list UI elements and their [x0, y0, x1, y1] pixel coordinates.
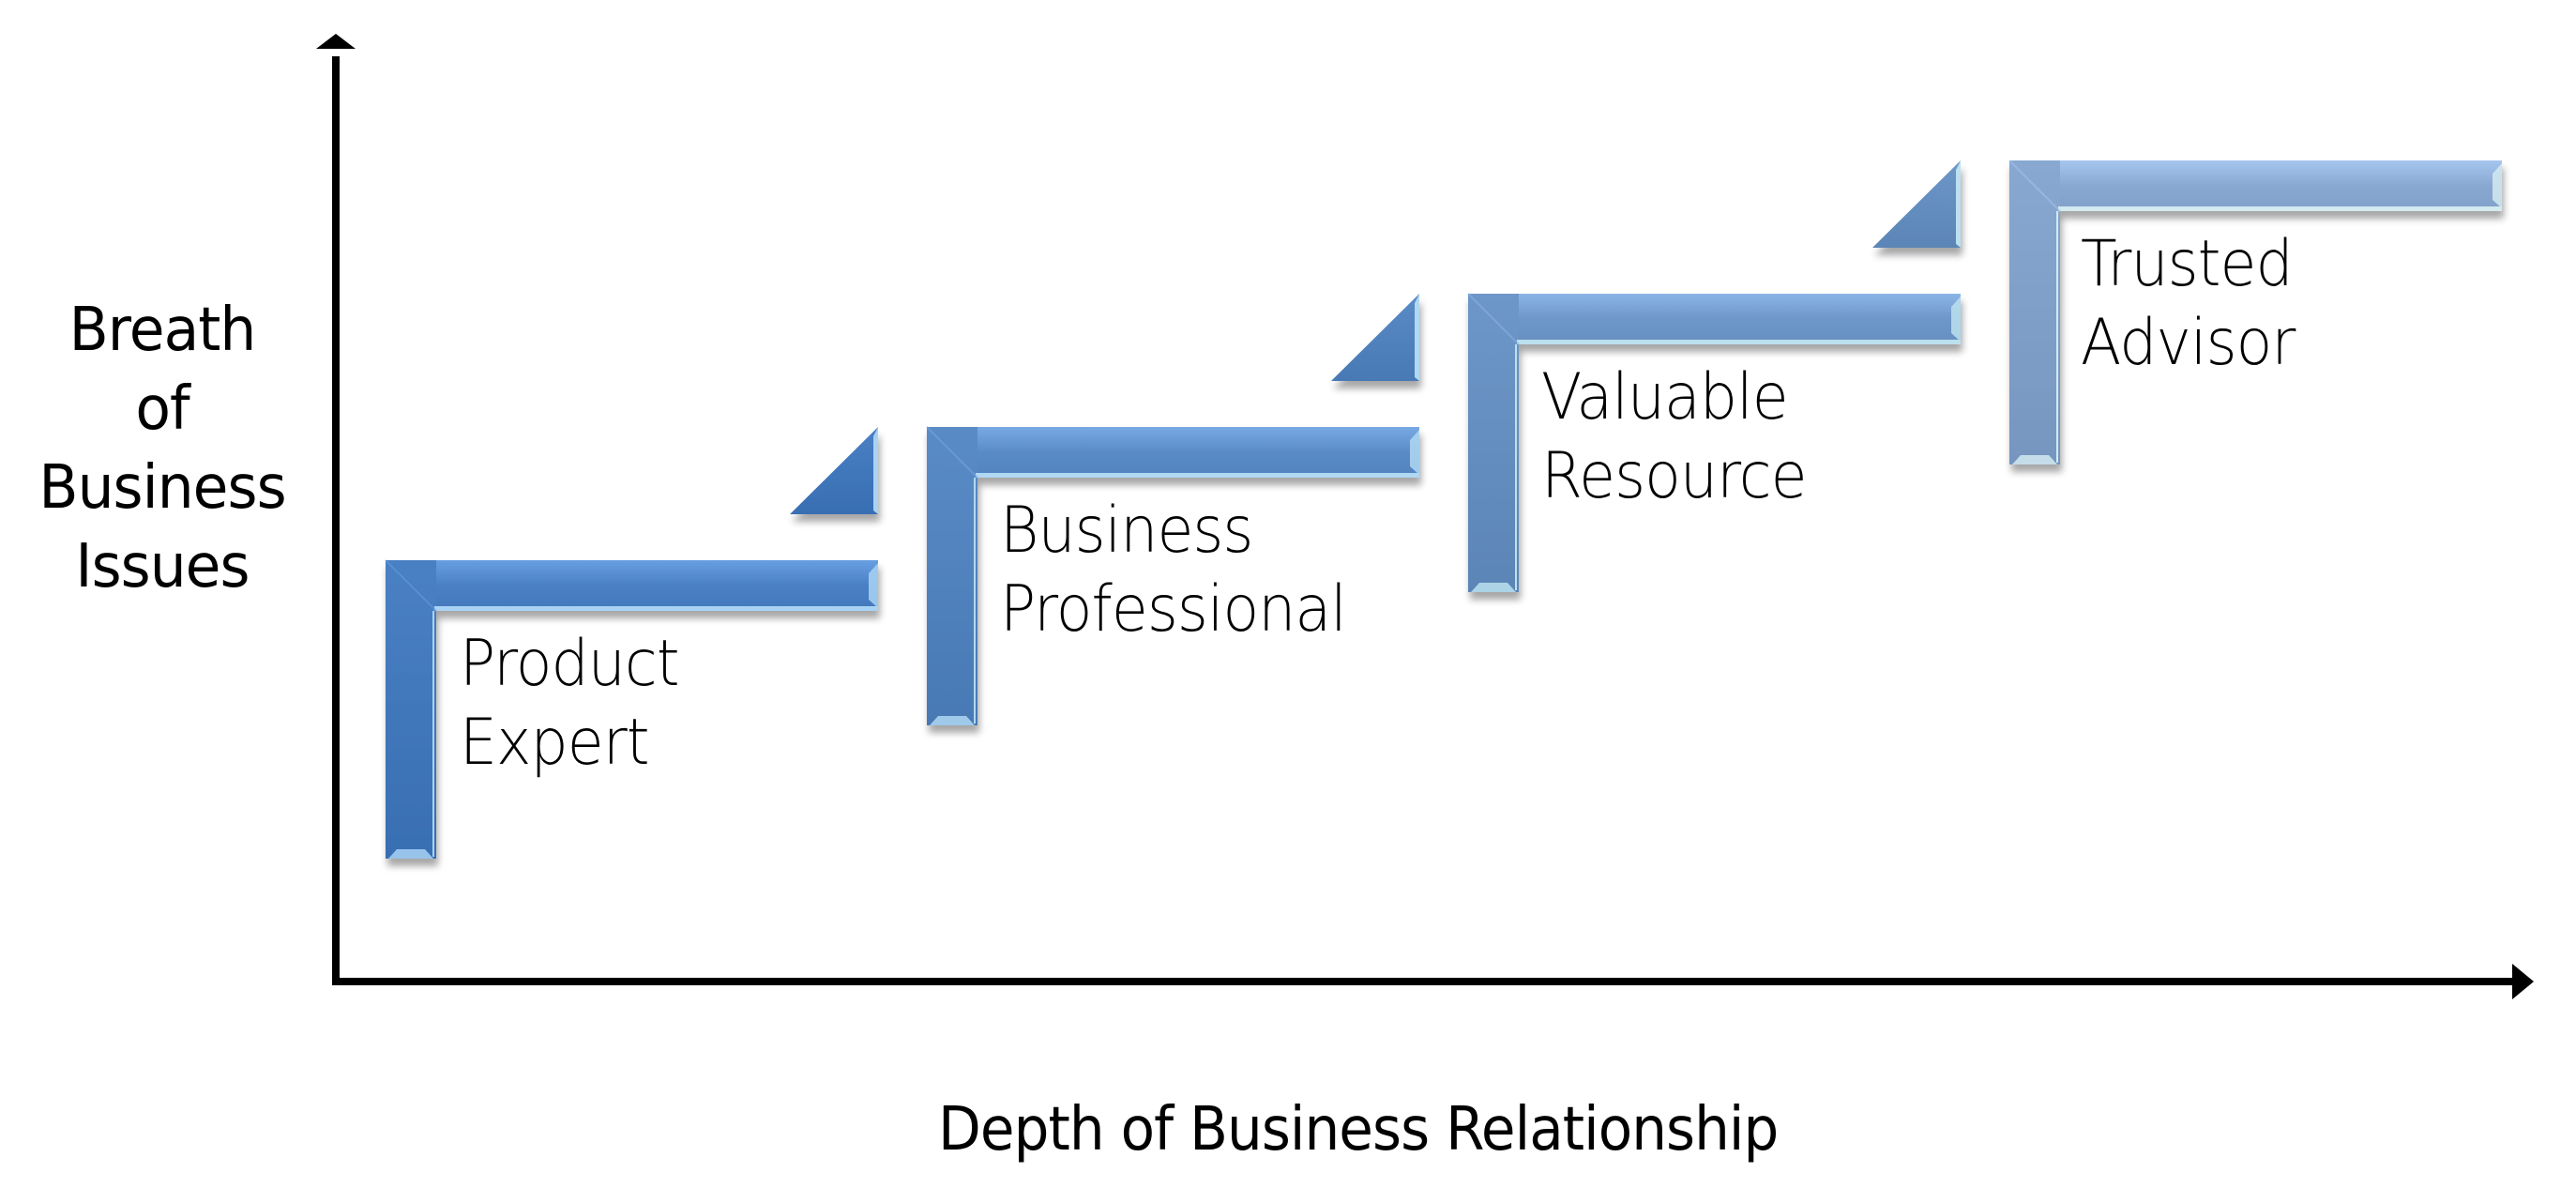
step-bevel-corner: [1467, 293, 1520, 345]
x-axis-arrowhead: [2512, 964, 2534, 999]
step-bevel-foot: [930, 716, 975, 725]
step-bevel-corner: [926, 426, 978, 479]
y-axis-arrowhead: [316, 34, 356, 49]
step-connector-triangle: [1331, 294, 1419, 381]
axes: [316, 34, 2534, 999]
step-shape: [1467, 293, 1961, 592]
step-bevel-corner: [2008, 160, 2061, 212]
step-bar-top: [436, 560, 878, 611]
step-label-trusted-advisor: Trusted Advisor: [2081, 225, 2296, 383]
step-shape: [385, 559, 878, 859]
step-shape: [2008, 160, 2502, 464]
step-label-line: Resource: [1541, 439, 1808, 513]
y-axis-label-line: Business: [38, 453, 286, 523]
step-bar-top: [1519, 294, 1961, 344]
step-label-line: Expert: [460, 706, 650, 780]
triangle-bevel-highlight: [1415, 294, 1419, 381]
step-bevel-foot: [1471, 583, 1516, 592]
step-connector-triangle: [790, 427, 878, 514]
step-bevel-end: [1410, 430, 1419, 475]
step-connector-triangle: [1872, 160, 1961, 248]
step-bevel-foot: [2012, 455, 2057, 464]
step-label-valuable-resource: Valuable Resource: [1541, 358, 1808, 516]
step-label-line: Professional: [1000, 572, 1347, 647]
step-bevel-end: [1951, 297, 1961, 342]
triangle-shape: [1872, 160, 1961, 248]
step-bevel-end: [869, 563, 878, 608]
step-label-business-professional: Business Professional: [1000, 492, 1347, 649]
step-label-line: Valuable: [1541, 360, 1789, 434]
step-bevel-end: [2493, 163, 2502, 208]
step-bevel-corner: [385, 559, 437, 612]
triangle-shape: [790, 427, 878, 514]
step-label-line: Advisor: [2081, 306, 2296, 380]
step-label-product-expert: Product Expert: [460, 625, 680, 783]
y-axis-label: Breath of Business Issues: [18, 291, 306, 606]
step-bevel-foot: [388, 849, 433, 859]
x-axis-label: Depth of Business Relationship: [938, 1095, 1779, 1165]
triangle-bevel-highlight: [1956, 160, 1961, 248]
triangle-shape: [1331, 294, 1419, 381]
step-bar-top: [2060, 160, 2502, 211]
step-bar-top: [977, 427, 1419, 478]
y-axis-label-line: Breath: [68, 296, 257, 365]
step-label-line: Business: [1000, 494, 1253, 568]
triangle-bevel-highlight: [873, 427, 878, 514]
y-axis-label-line: Issues: [75, 532, 250, 602]
step-label-line: Product: [460, 627, 680, 701]
y-axis-label-line: of: [135, 374, 189, 444]
step-label-line: Trusted: [2081, 227, 2294, 301]
step-shape: [926, 426, 1419, 725]
